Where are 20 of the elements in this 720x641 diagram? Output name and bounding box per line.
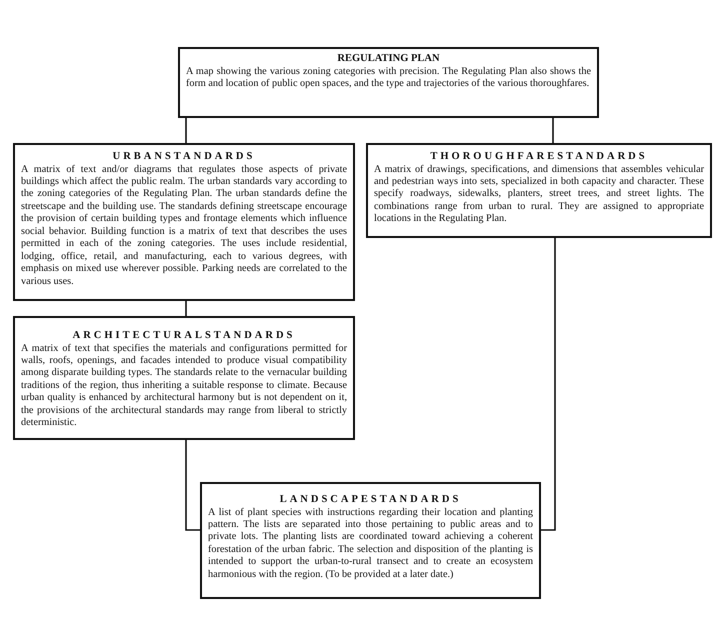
box-heading: LANDSCAPESTANDARDS	[278, 494, 462, 507]
box-heading: THOROUGHFARESTANDARDS	[429, 151, 649, 164]
box-description: A matrix of text and/or diagrams that regulates those aspects of private buildings which affect the public realm. The urban standards vary according to the zoning categories of the Regulating Plan. The urban standards define the streetscape and the building use. The standards defining streetscape encourage the provision of certain building types and frontage elements which influence social behavior. Building function is a matrix of text that describes the uses permitted in each of the zoning categories. The uses include residential, lodging, office, retail, and manufacturing, each to various degrees, with emphasis on mixed use wherever possible. Parking needs are correlated to the various uses.	[21, 164, 347, 288]
connector-line	[552, 118, 554, 143]
connector-line	[185, 118, 187, 143]
box-heading: REGULATING PLAN	[336, 53, 441, 66]
box-heading: ARCHITECTURALSTANDARDS	[72, 330, 296, 343]
connector-line	[185, 440, 200, 531]
box-heading: URBANSTANDARDS	[112, 151, 256, 164]
connector-line	[185, 301, 187, 316]
standards-box	[366, 143, 712, 238]
connector-line	[541, 238, 556, 531]
standards-box	[178, 47, 599, 118]
box-description: A matrix of drawings, specifications, and dimensions that assembles vehicular and pedestrian ways into sets, specialized in both capacity and character. These specify roadways, sidewalks, planters, street trees, and street lights. The combinations range from urban to rural. They are assigned to appropriate locations in the Regulating Plan.	[374, 164, 704, 226]
box-description: A map showing the various zoning categories with precision. The Regulating Plan also shows the form and location of public open spaces, and the type and trajectories of the various thoroughfares.	[186, 66, 591, 90]
standards-box	[200, 482, 541, 599]
box-description: A matrix of text that specifies the materials and configurations permitted for walls, roofs, openings, and facades intended to produce visual compatibility among disparate building types. The standards relate to the vernacular building traditions of the region, thus inheriting a suitable response to climate. Because urban quality is enhanced by architectural harmony but is not dependent on it, the provisions of the architectural standards may range from liberal to strictly deterministic.	[21, 342, 347, 430]
standards-box	[13, 143, 355, 301]
standards-box	[13, 316, 355, 440]
box-description: A list of plant species with instructions regarding their location and planting pattern. The lists are separated into those pertaining to public areas and to private lots. The planting lists are coordinated toward achieving a coherent forestation of the urban fabric. The selection and disposition of the planting is intended to support the urban-to-rural transect and to create an ecosystem harmonious with the region. (To be provided at a later date.)	[208, 506, 533, 582]
